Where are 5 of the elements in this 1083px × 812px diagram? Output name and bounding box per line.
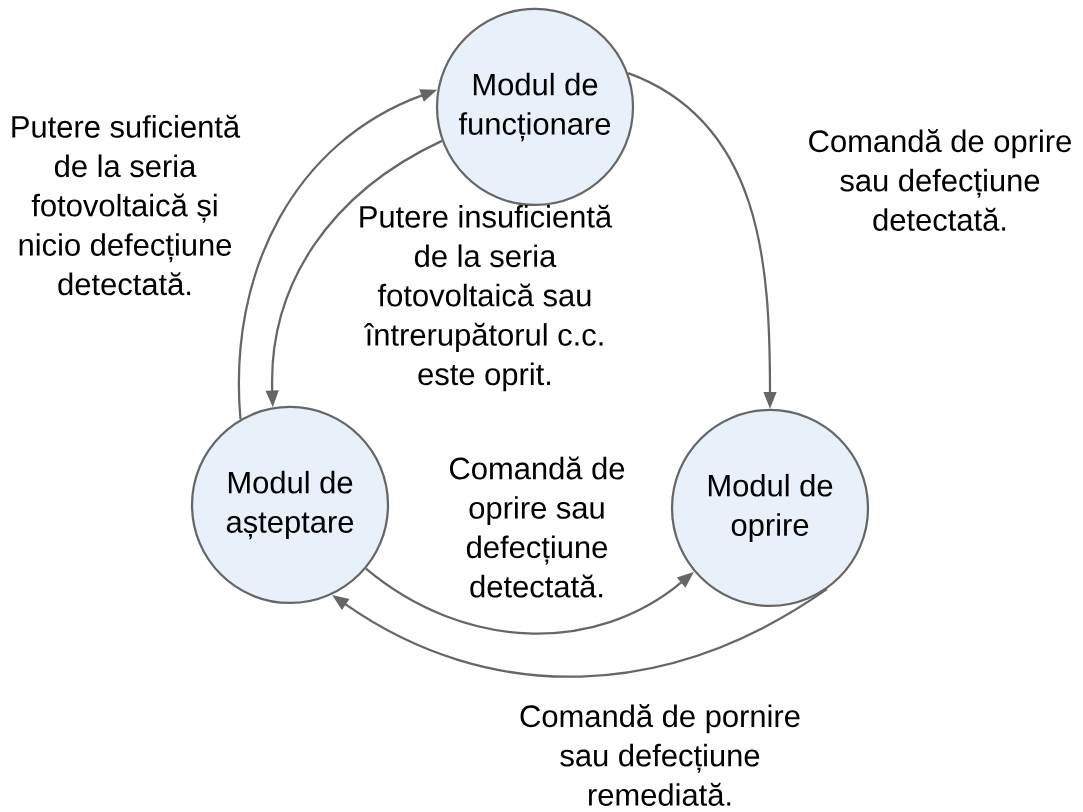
edge-label: Comandă de pornire sau defecțiune remediată. (520, 704, 800, 806)
edge-label: Putere insuficientă de la seria fotovoltaică sau întrerupătorul c.c. este oprit. (360, 204, 613, 392)
edge-label: Putere suficientă de la seria fotovoltaică și nicio defecțiune detectată. (12, 114, 241, 296)
edge-label: Comandă de oprire sau defecțiune detectată. (450, 456, 625, 598)
edge-label: Comandă de oprire sau defecțiune detectată. (809, 129, 1071, 231)
